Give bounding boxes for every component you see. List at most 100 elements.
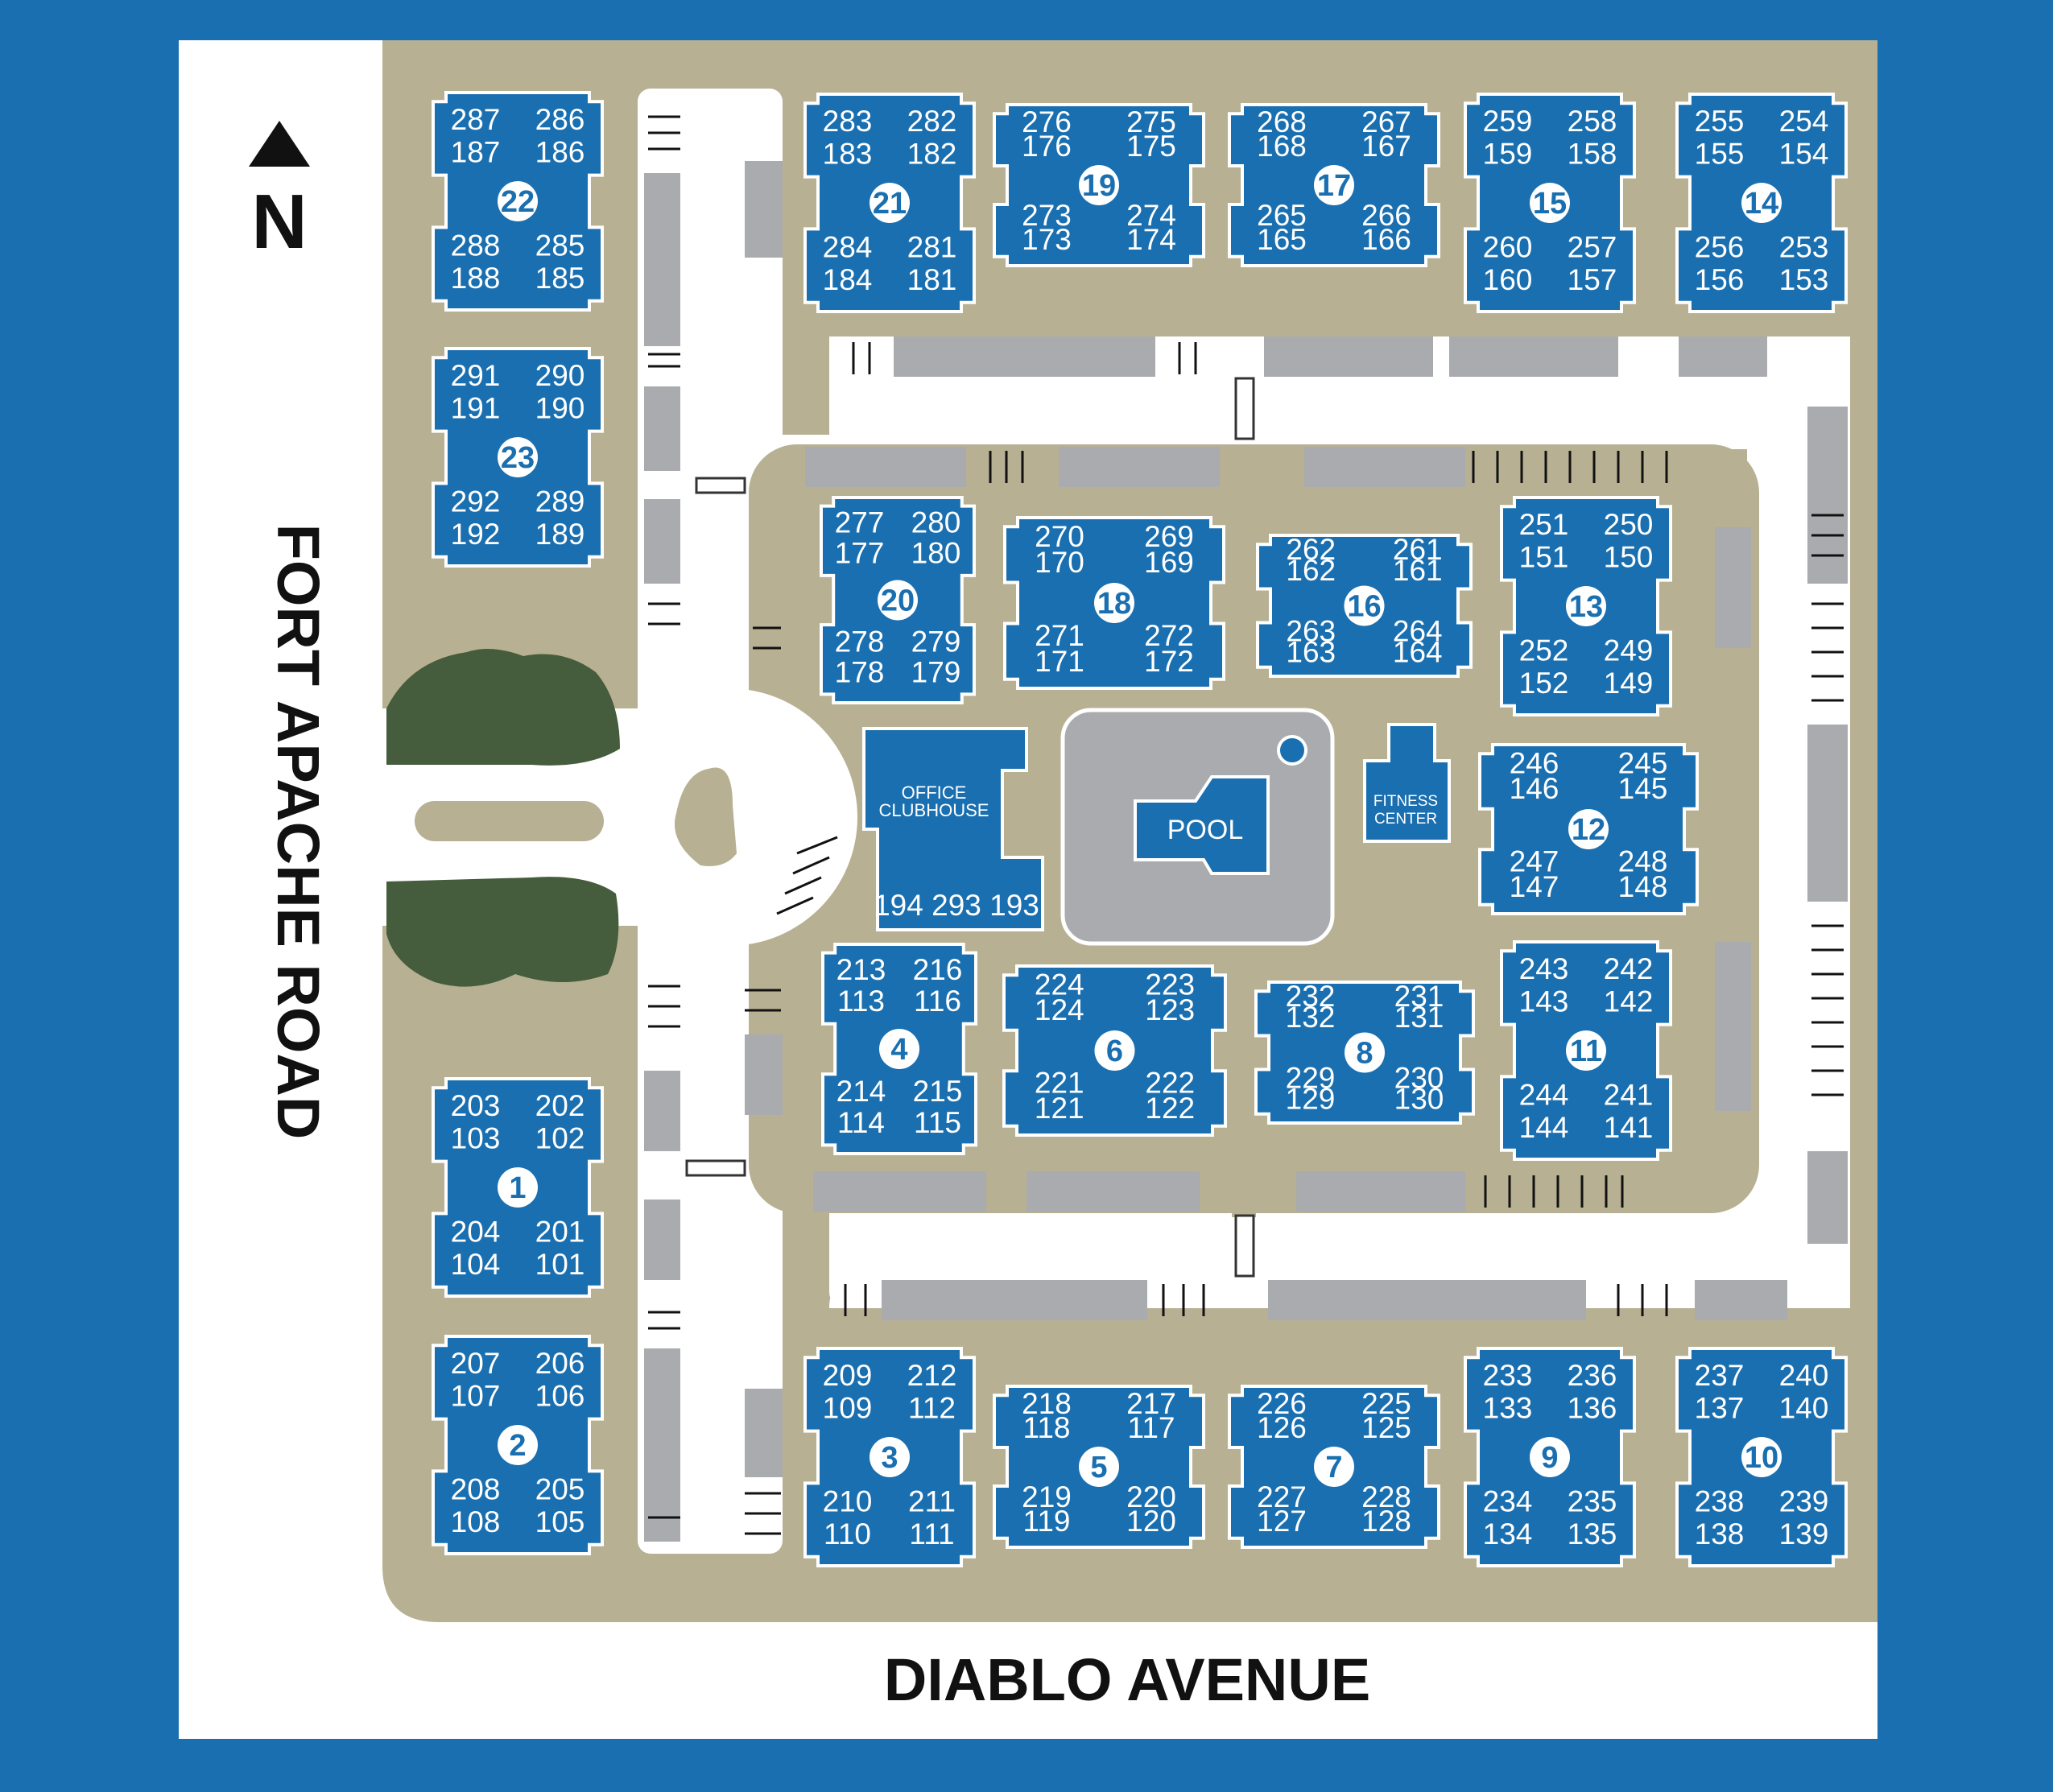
unit-number: 275 <box>1126 105 1176 138</box>
building-number: 7 <box>1325 1451 1342 1484</box>
unit-number: 289 <box>535 485 585 518</box>
unit-number: 267 <box>1361 105 1411 138</box>
unit-number: 161 <box>1393 554 1443 587</box>
unit-number: 156 <box>1695 263 1745 296</box>
unit-number: 235 <box>1568 1485 1617 1518</box>
unit-number: 163 <box>1286 636 1336 669</box>
unit-number: 149 <box>1604 667 1654 700</box>
building-number-badge <box>1530 183 1570 223</box>
building-number-badge <box>1568 809 1609 849</box>
unit-number: 206 <box>535 1347 585 1380</box>
unit-number: 113 <box>837 985 885 1018</box>
unit-number: 272 <box>1144 619 1194 652</box>
parking-areas <box>644 161 1848 1542</box>
unit-number: 148 <box>1618 870 1668 903</box>
building-number: 14 <box>1745 187 1778 221</box>
building-number: 5 <box>1090 1451 1107 1484</box>
unit-number: 260 <box>1483 231 1533 264</box>
building-number-badge <box>870 183 910 223</box>
unit-number: 147 <box>1510 870 1559 903</box>
unit-number: 265 <box>1257 199 1307 232</box>
unit-number: 145 <box>1618 772 1668 805</box>
unit-number: 236 <box>1568 1359 1617 1392</box>
unit-number: 239 <box>1779 1485 1829 1518</box>
building-number: 17 <box>1317 169 1351 203</box>
office-clubhouse <box>862 727 1044 931</box>
unit-number: 103 <box>451 1121 501 1154</box>
unit-number: 140 <box>1779 1391 1829 1424</box>
unit-number: 230 <box>1394 1061 1444 1094</box>
building-number: 10 <box>1745 1441 1778 1475</box>
unit-number: 270 <box>1035 520 1084 553</box>
building-number: 4 <box>890 1033 907 1067</box>
unit-number: 254 <box>1779 105 1829 138</box>
unit-number: 212 <box>907 1359 957 1392</box>
unit-number: 278 <box>835 625 885 658</box>
building-number: 2 <box>509 1429 526 1463</box>
building-number-badge <box>1344 585 1385 626</box>
unit-number: 121 <box>1035 1092 1084 1125</box>
building-number-badge <box>498 181 538 221</box>
unit-number: 279 <box>911 625 961 658</box>
unit-number: 281 <box>907 231 957 264</box>
building-number: 13 <box>1569 590 1603 624</box>
unit-number: 217 <box>1126 1387 1176 1420</box>
unit-number: 183 <box>823 137 873 170</box>
unit-number: 276 <box>1022 105 1072 138</box>
unit-number: 155 <box>1695 137 1745 170</box>
unit-number: 170 <box>1035 546 1084 579</box>
unit-number: 242 <box>1604 952 1654 985</box>
unit-number: 247 <box>1510 845 1559 878</box>
unit-number: 172 <box>1144 645 1194 678</box>
unit-number: 119 <box>1023 1505 1071 1538</box>
unit-number: 227 <box>1257 1480 1307 1513</box>
unit-number: 190 <box>535 391 585 424</box>
building-number: 8 <box>1356 1037 1373 1071</box>
unit-number: 246 <box>1510 747 1559 780</box>
unit-number: 258 <box>1568 105 1617 138</box>
unit-number: 252 <box>1519 634 1569 667</box>
unit-number: 158 <box>1568 137 1617 170</box>
unit-number: 137 <box>1695 1391 1745 1424</box>
unit-number: 232 <box>1286 980 1336 1013</box>
unit-number: 273 <box>1022 199 1072 232</box>
unit-number: 185 <box>535 262 585 295</box>
unit-number: 290 <box>535 359 585 392</box>
unit-number: 189 <box>535 518 585 551</box>
unit-number: 141 <box>1604 1111 1654 1144</box>
unit-number: 128 <box>1361 1505 1411 1538</box>
office-units-label: 194 293 193 <box>874 889 1039 922</box>
roundabout <box>415 688 857 946</box>
parking-stripes <box>648 115 1844 1535</box>
unit-number: 112 <box>908 1391 956 1424</box>
unit-number: 132 <box>1286 1001 1336 1034</box>
unit-number: 108 <box>451 1505 501 1538</box>
north-arrow-icon <box>249 121 310 167</box>
building-number: 20 <box>881 584 915 618</box>
office-label: OFFICE <box>902 782 967 803</box>
